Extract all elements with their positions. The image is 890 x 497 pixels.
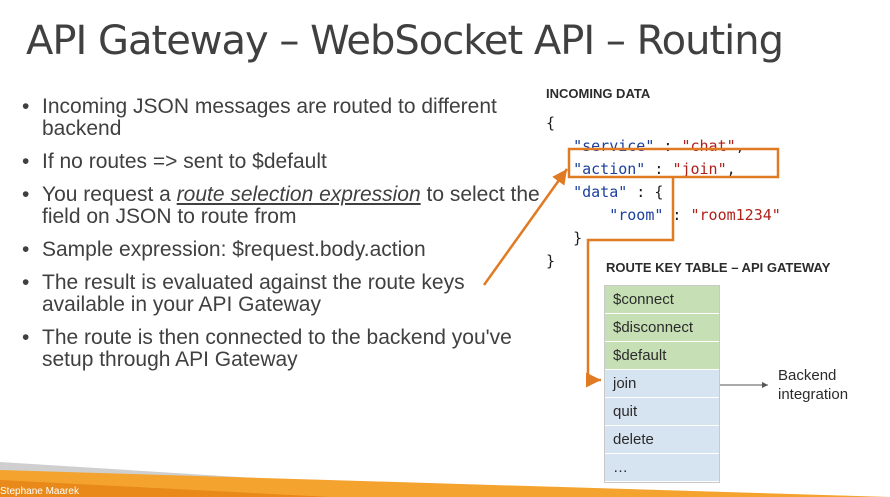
bullet-item: •Incoming JSON messages are routed to di… bbox=[22, 95, 497, 140]
backend-integration-label: Backend integration bbox=[778, 367, 849, 403]
bullet-item: •Sample expression: $request.body.action bbox=[22, 238, 426, 261]
footer-wedge-dark bbox=[0, 480, 330, 497]
route-match-arrow bbox=[586, 178, 675, 388]
route-key-more: … bbox=[605, 454, 719, 482]
route-selection-expression-link[interactable]: route selection expression bbox=[176, 183, 421, 206]
route-key-table-label: ROUTE KEY TABLE – API GATEWAY bbox=[606, 260, 831, 275]
incoming-json-code: { "service" : "chat", "action" : "join",… bbox=[546, 114, 781, 270]
footer-wedge-orange bbox=[0, 470, 890, 497]
route-key-connect: $connect bbox=[605, 286, 719, 314]
slide-title: API Gateway – WebSocket API – Routing bbox=[26, 18, 784, 64]
action-highlight-box bbox=[567, 147, 780, 179]
footer-author: Stephane Maarek bbox=[0, 486, 79, 497]
bullet-item: •You request a route selection expressio… bbox=[22, 183, 540, 228]
route-key-delete: delete bbox=[605, 426, 719, 454]
route-key-quit: quit bbox=[605, 398, 719, 426]
bullet-item: •The result is evaluated against the rou… bbox=[22, 271, 465, 316]
route-key-table: $connect $disconnect $default join quit … bbox=[604, 285, 720, 483]
bullet-item: •If no routes => sent to $default bbox=[22, 150, 327, 173]
bullet-item: •The route is then connected to the back… bbox=[22, 326, 512, 371]
bullet-list: •Incoming JSON messages are routed to di… bbox=[22, 96, 542, 382]
route-key-disconnect: $disconnect bbox=[605, 314, 719, 342]
route-key-join: join bbox=[605, 370, 719, 398]
expression-arrow bbox=[482, 168, 569, 286]
route-key-default: $default bbox=[605, 342, 719, 370]
incoming-data-label: INCOMING DATA bbox=[546, 86, 651, 101]
